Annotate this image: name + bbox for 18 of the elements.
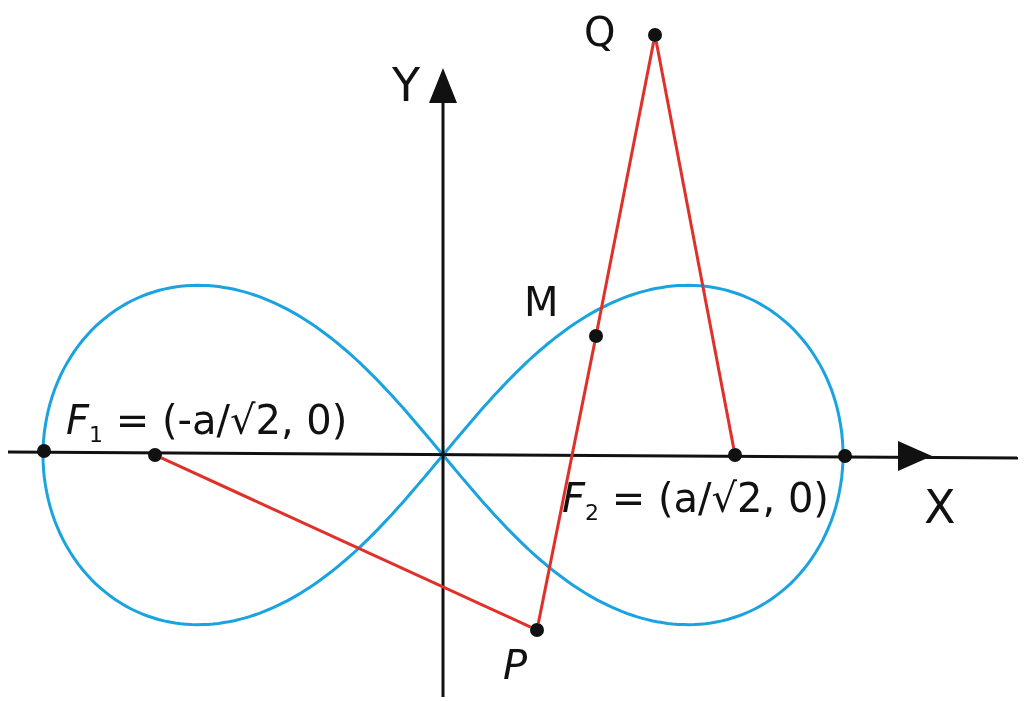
point-dot: [530, 623, 544, 637]
point-dot: [648, 28, 662, 42]
line-segment: [160, 456, 532, 629]
point-dot: [838, 449, 852, 463]
point-label: F$_{2}$ = (a/√2, 0): [562, 478, 829, 524]
point-dot: [728, 448, 742, 462]
point-label: M: [524, 282, 559, 322]
point-dot: [37, 444, 51, 458]
line-segment: [595, 41, 656, 330]
line-segment: [654, 41, 736, 449]
point-dot: [148, 448, 162, 462]
point-label: F$_{1}$ = (-a/√2, 0): [66, 400, 348, 446]
point-label: P: [503, 645, 528, 685]
line-segment: [536, 342, 597, 624]
point-dot: [589, 329, 603, 343]
axis-label: X: [924, 484, 956, 530]
axis-label: Y: [392, 62, 421, 108]
point-label: Q: [584, 12, 616, 52]
